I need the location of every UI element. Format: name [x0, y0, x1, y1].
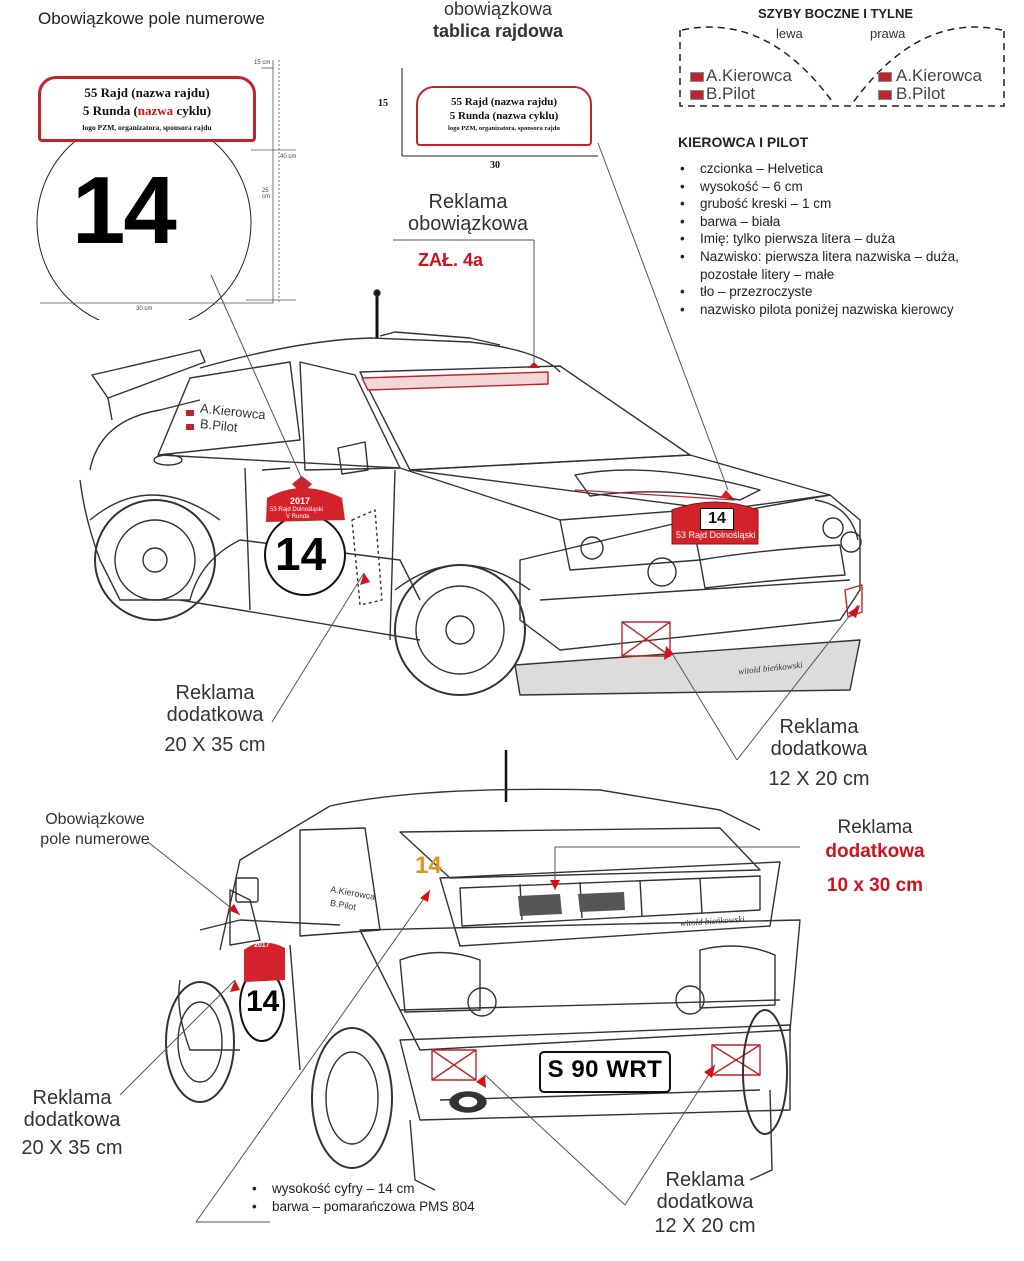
front-door-line1: 53 Rajd Dolnośląski — [270, 507, 324, 513]
hood-plate-line: 53 Rajd Dolnośląski — [676, 530, 756, 540]
rear-number-field-line2: pole numerowe — [40, 831, 150, 848]
rear-window-number: 14 — [415, 852, 442, 879]
rally-plate-line-2: 5 Runda (nazwa cyklu) — [449, 110, 559, 122]
crew-rule-continuation: pozostałe litery – małe — [700, 266, 835, 282]
crew-rule: barwa – biała — [678, 213, 1018, 231]
rear-spoiler-ad-line1: Reklama — [837, 817, 913, 838]
front-side-ad-line2: dodatkowa — [166, 704, 264, 726]
dim-side-b: 25 cm — [262, 188, 270, 200]
rear-door-number: 14 — [246, 985, 280, 1018]
front-door-number: 14 — [275, 528, 327, 580]
front-side-ad-line1: Reklama — [175, 682, 255, 704]
rally-plate-title-2: tablica rajdowa — [432, 21, 564, 41]
rally-plate-dim-height: 15 — [378, 98, 388, 109]
windshield-ad-line1: Reklama — [428, 191, 508, 213]
rally-plate-title-1: obowiązkowa — [443, 0, 553, 19]
crew-rule: wysokość – 6 cm — [678, 178, 1018, 196]
flag-icon — [690, 90, 704, 100]
digit-rules-list: wysokość cyfry – 14 cm barwa – pomarańcz… — [250, 1180, 550, 1215]
number-field-diagram: 55 Rajd (nazwa rajdu) 5 Runda (nazwa cyk… — [36, 60, 336, 320]
rally-plate-diagram: 15 30 55 Rajd (nazwa rajdu) 5 Runda (naz… — [372, 64, 602, 174]
plate-line-2: 5 Runda (nazwa cyklu) — [41, 103, 253, 119]
left-copilot-name: B.Pilot — [706, 84, 756, 103]
side-windows-right-label: prawa — [870, 26, 906, 41]
dim-top: 15 cm — [254, 60, 271, 66]
front-bumper-ad-line2: dodatkowa — [770, 738, 868, 760]
rear-side-ad-line2: dodatkowa — [23, 1109, 121, 1131]
dim-side-a: 40 cm — [280, 154, 297, 160]
dim-bottom: 30 cm — [136, 306, 153, 312]
rear-spoiler-ad-line2: dodatkowa — [825, 841, 925, 862]
digit-rule: barwa – pomarańczowa PMS 804 — [250, 1198, 550, 1216]
crew-rule: Imię: tylko pierwsza litera – duża — [678, 230, 1018, 248]
flag-icon — [878, 90, 892, 100]
rear-spoiler-ad-size: 10 x 30 cm — [826, 875, 924, 896]
front-bumper-ad-size: 12 X 20 cm — [768, 768, 870, 790]
windshield-ad-line2: obowiązkowa — [407, 213, 529, 235]
hood-plate-number: 14 — [700, 508, 734, 530]
rear-bumper-ad-size: 12 X 20 cm — [654, 1215, 756, 1237]
front-door-line2: V Runda — [286, 514, 310, 520]
rear-side-ad-size: 20 X 35 cm — [21, 1137, 123, 1159]
number-field-plate: 55 Rajd (nazwa rajdu) 5 Runda (nazwa cyk… — [38, 76, 256, 142]
right-copilot-name: B.Pilot — [896, 84, 946, 103]
rear-number-field-line1: Obowiązkowe — [45, 811, 145, 828]
rear-bumper-ad-line2: dodatkowa — [656, 1191, 754, 1213]
crew-rule: Nazwisko: pierwsza litera nazwiska – duż… — [678, 248, 1018, 266]
windshield-ad-annex: ZAŁ. 4a — [418, 250, 484, 270]
plate-line-1: 55 Rajd (nazwa rajdu) — [84, 85, 210, 100]
plate-line-3: logo PZM, organizatora, sponsora rajdu — [82, 123, 212, 132]
rally-plate-line-1: 55 Rajd (nazwa rajdu) — [450, 96, 558, 108]
crew-rule: grubość kreski – 1 cm — [678, 195, 1018, 213]
crew-rule: czcionka – Helvetica — [678, 160, 1018, 178]
left-driver-name: A.Kierowca — [706, 66, 792, 85]
number-field-title: Obowiązkowe pole numerowe — [38, 9, 265, 28]
license-plate: S 90 WRT — [547, 1056, 663, 1083]
flag-icon — [690, 72, 704, 82]
plate-line-2-c: cyklu) — [173, 103, 212, 118]
plate-line-2-highlight: nazwa — [137, 103, 174, 118]
side-windows-left-label: lewa — [776, 26, 803, 41]
crew-rules-title: KIEROWCA I PILOT — [678, 134, 809, 150]
rally-plate-dim-width: 30 — [490, 160, 500, 171]
number-field-number: 14 — [72, 157, 177, 264]
crew-rules-list: czcionka – Helvetica wysokość – 6 cm gru… — [678, 160, 1018, 318]
rally-plate-box: 55 Rajd (nazwa rajdu) 5 Runda (nazwa cyk… — [416, 86, 592, 146]
front-door-year: 2017 — [290, 496, 311, 506]
crew-rule: nazwisko pilota poniżej nazwiska kierowc… — [678, 301, 1018, 319]
flag-icon — [878, 72, 892, 82]
digit-rule: wysokość cyfry – 14 cm — [250, 1180, 550, 1198]
rally-plate-line-3: logo PZM, organizatora, sponsora rajdu — [448, 125, 560, 132]
right-driver-name: A.Kierowca — [896, 66, 982, 85]
side-windows-box: SZYBY BOCZNE I TYLNE lewa prawa A.Kierow… — [678, 4, 1006, 114]
flag-icon — [186, 424, 194, 430]
front-bumper-ad-line1: Reklama — [779, 716, 859, 738]
plate-line-2-a: 5 Runda ( — [82, 103, 138, 118]
side-windows-title: SZYBY BOCZNE I TYLNE — [758, 6, 914, 21]
crew-rule: tło – przezroczyste — [678, 283, 1018, 301]
flag-icon — [186, 410, 194, 416]
rear-side-ad-line1: Reklama — [32, 1087, 112, 1109]
front-side-ad-size: 20 X 35 cm — [164, 734, 266, 756]
rear-bumper-ad-line1: Reklama — [665, 1169, 745, 1191]
front-car-drawing — [79, 142, 863, 760]
rear-car-drawing — [119, 750, 801, 1223]
rear-door-year: 2017 — [254, 942, 270, 949]
